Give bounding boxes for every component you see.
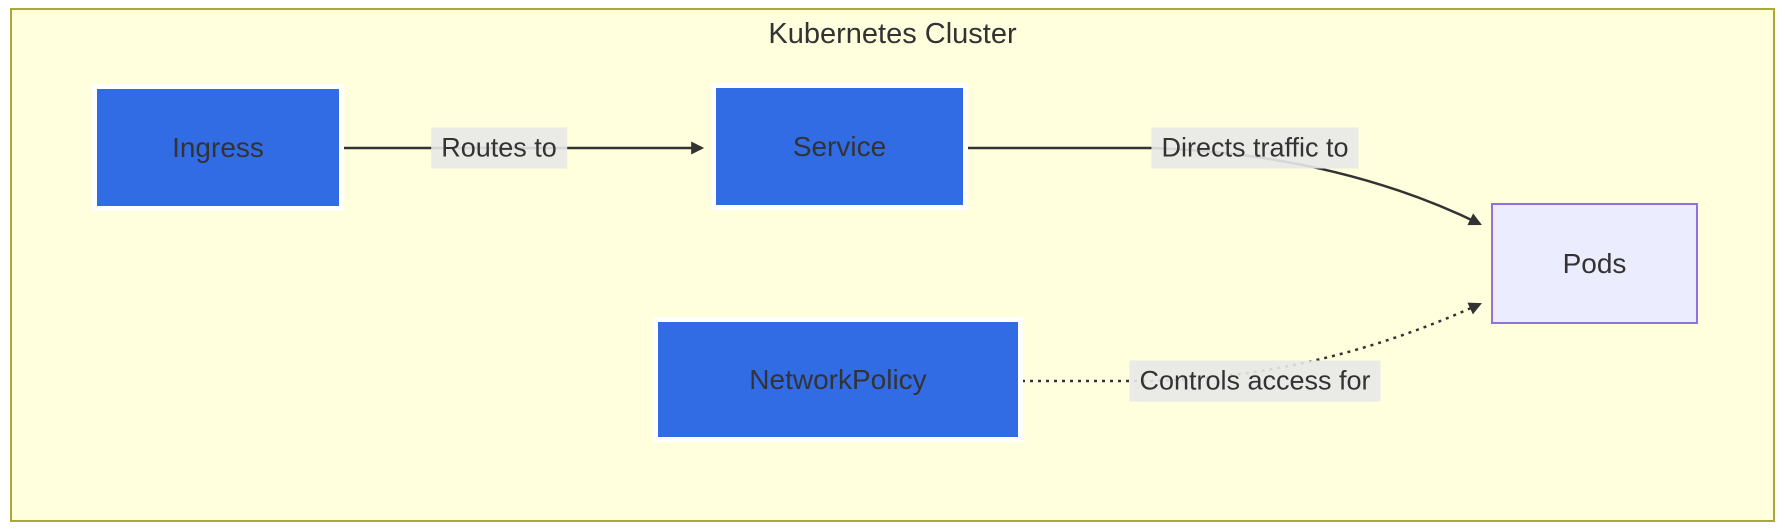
node-service: Service <box>716 88 963 205</box>
node-ingress-label: Ingress <box>172 131 264 163</box>
node-ingress: Ingress <box>97 89 339 206</box>
edge-label-directs-traffic-to: Directs traffic to <box>1151 127 1359 169</box>
node-networkpolicy: NetworkPolicy <box>658 322 1018 437</box>
edge-label-controls-access-for: Controls access for <box>1129 360 1381 402</box>
node-networkpolicy-label: NetworkPolicy <box>749 363 927 395</box>
node-pods: Pods <box>1491 203 1698 324</box>
cluster-title: Kubernetes Cluster <box>768 18 1017 50</box>
node-pods-label: Pods <box>1562 247 1627 279</box>
edge-label-routes-to: Routes to <box>431 127 567 169</box>
node-service-label: Service <box>792 130 887 162</box>
